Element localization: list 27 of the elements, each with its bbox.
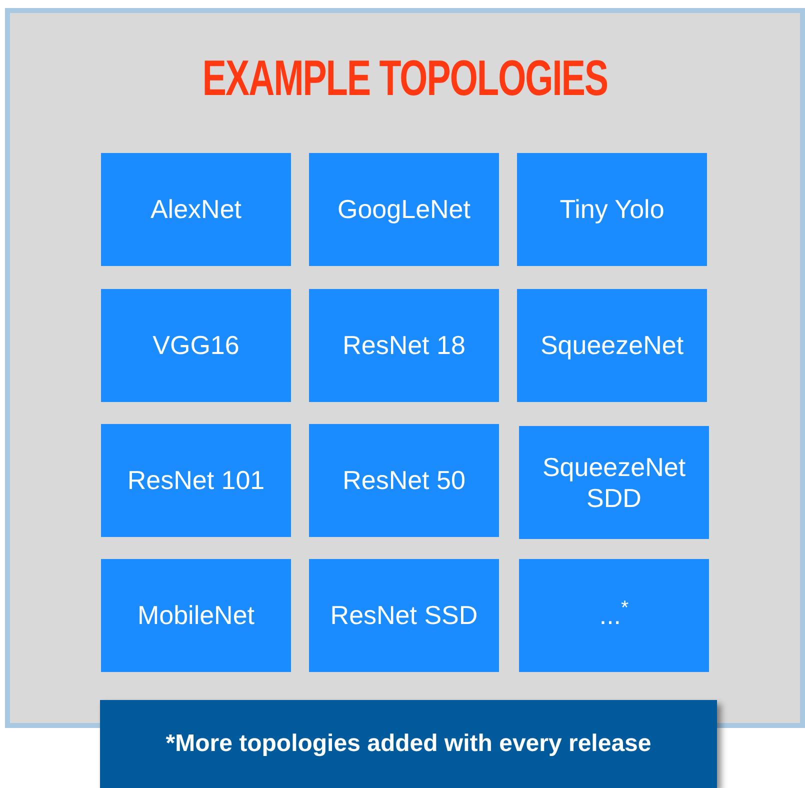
topology-name: ResNet 50 bbox=[342, 465, 466, 496]
topology-name: ...$^{*}$ bbox=[599, 600, 629, 631]
topology-name: VGG16 bbox=[152, 330, 240, 361]
topology-name: ResNet SSD bbox=[330, 600, 478, 631]
topology-box bbox=[517, 153, 707, 266]
topology-box bbox=[519, 559, 709, 672]
topology-name: GoogLeNet bbox=[338, 194, 470, 225]
topology-name: MobileNet bbox=[137, 600, 255, 631]
topology-name: SqueezeNet SDD bbox=[541, 452, 687, 514]
topology-name: AlexNet bbox=[150, 194, 242, 225]
topology-name: ResNet 18 bbox=[342, 330, 466, 361]
topology-name: ResNet 101 bbox=[127, 465, 265, 496]
panel-background bbox=[5, 8, 805, 728]
topology-box bbox=[309, 153, 499, 266]
topology-box bbox=[101, 559, 291, 672]
topology-box bbox=[101, 153, 291, 266]
topology-name: SqueezeNet bbox=[540, 330, 684, 361]
topology-box bbox=[517, 289, 707, 402]
footnote-banner: *More topologies added with every release bbox=[100, 700, 717, 788]
topology-box bbox=[519, 426, 709, 539]
topology-box bbox=[309, 289, 499, 402]
topology-box bbox=[101, 289, 291, 402]
topology-box bbox=[309, 559, 499, 672]
topology-name: Tiny Yolo bbox=[560, 194, 664, 225]
topology-box bbox=[101, 424, 291, 537]
topology-box bbox=[309, 424, 499, 537]
title: EXAMPLE TOPOLOGIES bbox=[201, 53, 609, 103]
